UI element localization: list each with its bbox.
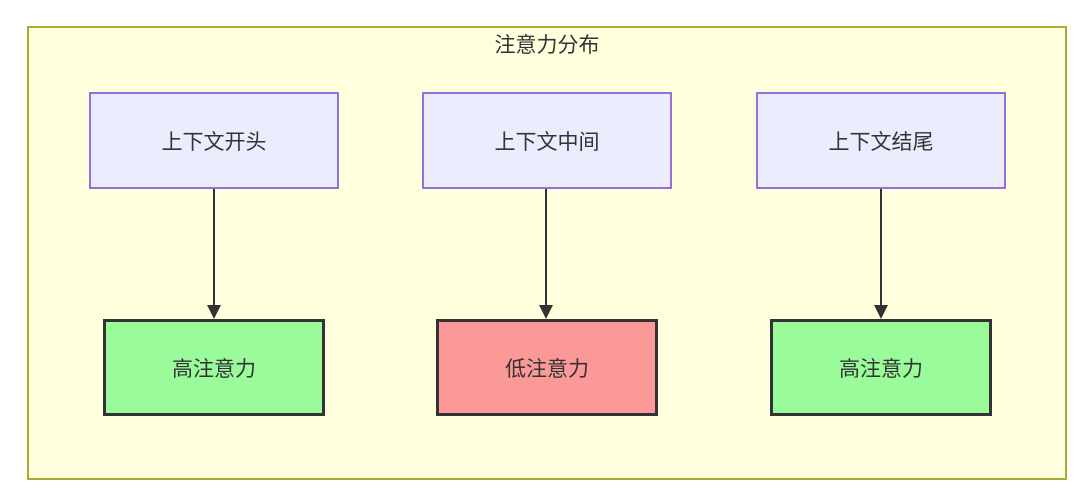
node-label: 高注意力 bbox=[172, 357, 256, 381]
node-label: 上下文中间 bbox=[494, 130, 600, 154]
node-label: 高注意力 bbox=[839, 357, 923, 381]
arrow-line bbox=[880, 189, 882, 308]
node-context-start: 上下文开头 bbox=[89, 92, 339, 189]
node-label: 上下文开头 bbox=[161, 130, 267, 154]
node-context-end: 上下文结尾 bbox=[756, 92, 1006, 189]
arrow-line bbox=[213, 189, 215, 308]
arrowhead-down-icon bbox=[539, 305, 553, 319]
node-label: 上下文结尾 bbox=[828, 130, 934, 154]
node-label: 低注意力 bbox=[505, 357, 589, 381]
diagram-title: 注意力分布 bbox=[494, 34, 600, 57]
node-low-attention-middle: 低注意力 bbox=[436, 319, 658, 416]
arrowhead-down-icon bbox=[874, 305, 888, 319]
node-high-attention-right: 高注意力 bbox=[770, 319, 992, 416]
node-high-attention-left: 高注意力 bbox=[103, 319, 325, 416]
arrowhead-down-icon bbox=[207, 305, 221, 319]
node-context-middle: 上下文中间 bbox=[422, 92, 672, 189]
arrow-line bbox=[545, 189, 547, 308]
